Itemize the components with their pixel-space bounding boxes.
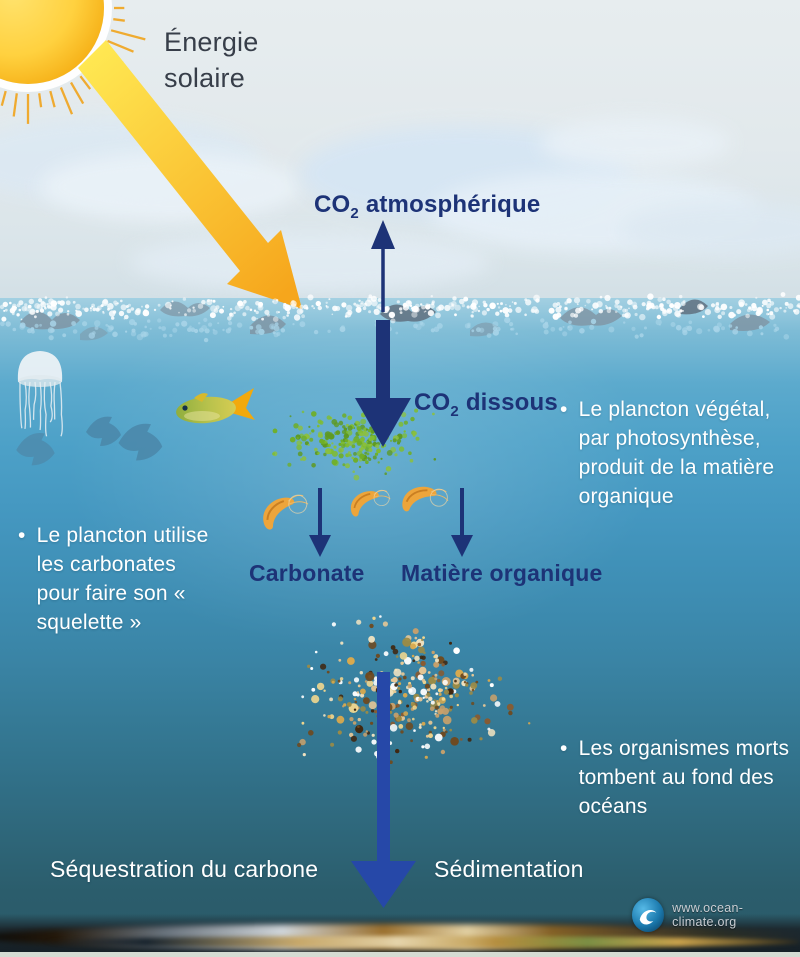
co2-atmospheric-label: CO2 atmosphérique bbox=[314, 191, 541, 222]
solar-energy-label: Énergie solaire bbox=[164, 27, 259, 94]
dead-organisms-note: • Les organismes morts tombent au fond d… bbox=[560, 737, 790, 818]
sequestration-label: Séquestration du carbone bbox=[50, 856, 319, 882]
plankton-photosynthesis-note: • Le plancton végétal, par photosynthèse… bbox=[560, 398, 775, 508]
co2-dissolved-label: CO2 dissous bbox=[414, 389, 558, 420]
organic-matter-label: Matière organique bbox=[401, 560, 603, 586]
image-bottom-edge bbox=[0, 952, 800, 957]
plankton-carbonate-note: • Le plancton utilise les carbonates pou… bbox=[18, 524, 209, 634]
wave-logo-icon bbox=[632, 898, 665, 932]
sediment-streaks bbox=[40, 936, 800, 948]
website-label[interactable]: www.ocean-climate.org bbox=[672, 901, 744, 929]
cloud bbox=[130, 232, 490, 292]
sedimentation-label: Sédimentation bbox=[434, 856, 584, 882]
cloud bbox=[540, 118, 730, 168]
carbonate-label: Carbonate bbox=[249, 560, 365, 586]
ocean-climate-logo[interactable]: www.ocean-climate.org bbox=[632, 898, 800, 932]
cloud bbox=[620, 202, 800, 257]
cloud bbox=[40, 152, 300, 222]
sea-floor bbox=[0, 914, 800, 957]
